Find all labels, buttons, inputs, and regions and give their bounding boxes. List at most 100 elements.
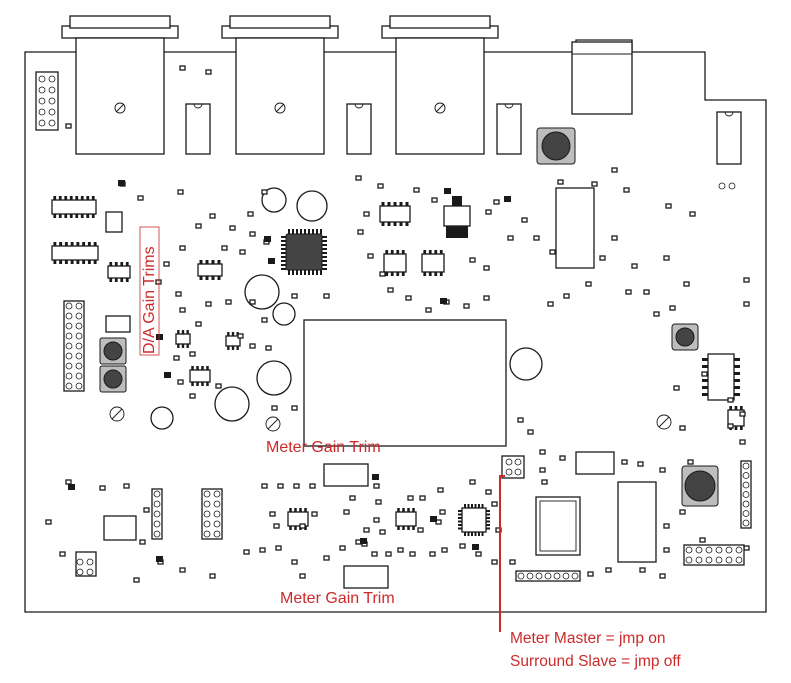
qfp-chip-bottom — [535, 496, 581, 556]
soic-chip — [395, 508, 417, 530]
tall-module-right — [617, 481, 657, 563]
smd-black-component — [372, 474, 379, 480]
smd-component — [637, 461, 644, 467]
smd-component — [291, 405, 298, 411]
soic-chip — [189, 366, 211, 386]
smd-component — [485, 209, 492, 215]
soic-chip — [379, 202, 411, 226]
smd-component — [249, 299, 256, 305]
trim-right-top — [575, 451, 615, 475]
qfp-chip-center — [285, 233, 323, 271]
capacitors — [150, 187, 543, 430]
smd-component — [679, 425, 686, 431]
smd-component — [483, 295, 490, 301]
smd-component — [179, 307, 186, 313]
smd-component — [237, 333, 244, 339]
smd-component — [355, 175, 362, 181]
smd-component — [363, 211, 370, 217]
smd-component — [189, 393, 196, 399]
smd-component — [215, 383, 222, 389]
smd-component — [625, 289, 632, 295]
smd-component — [547, 301, 554, 307]
soic-chip — [175, 330, 191, 348]
smd-component — [209, 213, 216, 219]
smd-component — [65, 123, 72, 129]
dip-chip-a — [185, 103, 211, 155]
power-jack — [571, 41, 633, 115]
header-pin — [38, 86, 46, 94]
soic-chip — [107, 262, 131, 282]
meter-master-jumper — [501, 455, 525, 479]
smd-component — [557, 179, 564, 185]
smd-component — [539, 467, 546, 473]
smd-component — [177, 189, 184, 195]
smd-black-component — [504, 196, 511, 202]
smd-component — [179, 567, 186, 573]
electrolytic-capacitor — [256, 360, 292, 396]
da-gain-trims-label: D/A Gain Trims — [141, 246, 158, 354]
xlr-connector-3 — [381, 15, 499, 155]
smd-component — [323, 293, 330, 299]
smd-component — [373, 483, 380, 489]
smd-component — [491, 559, 498, 565]
smd-black-component — [156, 556, 163, 562]
smd-black-component — [164, 372, 171, 378]
smd-component — [409, 551, 416, 557]
smd-component — [549, 249, 556, 255]
smd-component — [363, 527, 370, 533]
smd-black-component — [472, 544, 479, 550]
smd-component — [611, 167, 618, 173]
dip-chip-b — [346, 103, 372, 155]
smd-component — [209, 573, 216, 579]
smd-component — [189, 351, 196, 357]
smd-component — [533, 235, 540, 241]
mounting-holes — [109, 406, 672, 432]
tall-module-top — [555, 187, 595, 269]
jumper-leader-line — [499, 475, 505, 632]
smd-component — [611, 235, 618, 241]
square-trimmer-2 — [671, 323, 699, 351]
smd-component — [133, 577, 140, 583]
smd-component — [59, 551, 66, 557]
smd-component — [459, 543, 466, 549]
main-module-outline — [303, 319, 507, 447]
smd-component — [493, 199, 500, 205]
smd-component — [659, 467, 666, 473]
smd-component — [375, 499, 382, 505]
smd-component — [239, 249, 246, 255]
smd-component — [265, 345, 272, 351]
smd-component — [137, 195, 144, 201]
smd-component — [275, 545, 282, 551]
smd-component — [563, 293, 570, 299]
smd-component — [311, 511, 318, 517]
header-pin — [48, 108, 56, 116]
smd-component — [323, 555, 330, 561]
smd-component — [273, 523, 280, 529]
smd-component — [521, 217, 528, 223]
smd-component — [397, 547, 404, 553]
electrolytic-capacitor — [272, 302, 296, 326]
smd-component — [229, 225, 236, 231]
electrolytic-capacitor — [150, 406, 174, 430]
smd-component — [387, 287, 394, 293]
smd-component — [339, 545, 346, 551]
smd-component — [621, 459, 628, 465]
smd-component — [475, 551, 482, 557]
pin-header-bottom — [515, 570, 581, 582]
smd-component — [205, 301, 212, 307]
smd-component — [507, 235, 514, 241]
meter-master-label: Meter Master = jmp on — [510, 630, 666, 647]
smd-black-component — [68, 484, 75, 490]
pin-header-bottom-right — [683, 544, 745, 566]
smd-component — [293, 483, 300, 489]
smd-component — [587, 571, 594, 577]
soic-chip — [51, 196, 97, 218]
smd-component — [143, 507, 150, 513]
smd-component — [701, 371, 708, 377]
xlr-connector-1 — [61, 15, 179, 155]
smd-component — [687, 459, 694, 465]
smd-component — [139, 539, 146, 545]
smd-black-component — [264, 236, 271, 242]
smd-component — [605, 567, 612, 573]
